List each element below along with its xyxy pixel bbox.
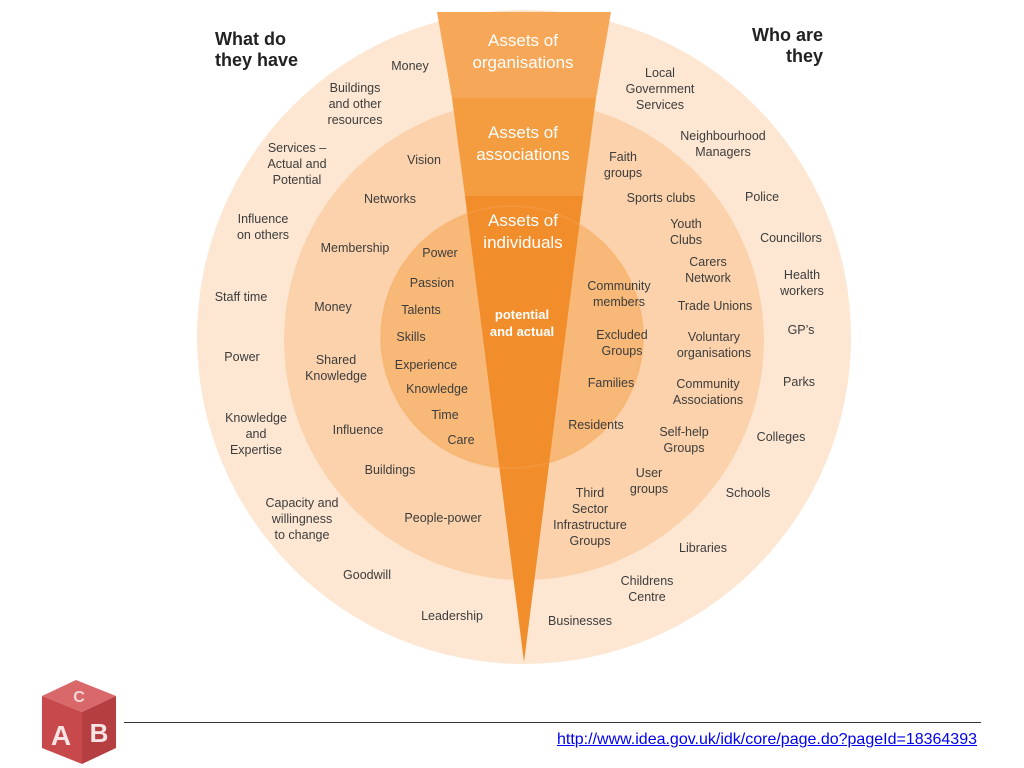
inner-left-label: Power [422,246,458,260]
middle-left-label: Buildings [364,463,416,477]
outer-left-label: Staff time [214,290,268,304]
outer-right-label: GP’s [787,323,815,337]
middle-right-label: User groups [629,466,669,496]
outer-right-label: Neighbourhood Managers [680,129,766,159]
outer-right-label: Colleges [756,430,806,444]
inner-left-label: Passion [409,276,455,290]
inner-left-label: Time [431,408,459,422]
outer-right-label: Councillors [760,231,822,245]
middle-left-label: Shared Knowledge [305,353,367,383]
outer-right-label: Police [744,190,780,204]
wedge-label-individuals: Assets of individuals [483,211,563,252]
middle-right-label: Third Sector Infrastructure Groups [553,486,627,548]
inner-left-label: Knowledge [406,382,468,396]
middle-right-label: Voluntary organisations [676,330,752,360]
middle-left-label: Networks [363,192,417,206]
outer-left-label: Capacity and willingness to change [265,496,339,542]
middle-right-label: Faith groups [603,150,643,180]
outer-right-label: Schools [725,486,771,500]
middle-right-label: Youth Clubs [670,217,702,247]
outer-left-label: Services – Actual and Potential [267,141,327,187]
outer-left-label: Knowledge and Expertise [225,411,287,457]
outer-left-label: Influence on others [236,212,290,242]
inner-right-label: Community members [587,279,651,309]
middle-left-label: Membership [320,241,390,255]
footer-divider [124,722,981,723]
outer-right-label: Local Government Services [625,66,695,112]
middle-left-label: Money [314,300,352,314]
block-letter-a: A [51,720,71,751]
inner-right-label: Excluded Groups [596,328,648,358]
outer-right-label: Parks [783,375,815,389]
header-what-they-have: What do they have [215,29,299,70]
wedge-label-potential: potential and actual [489,307,555,339]
middle-right-label: Self-help Groups [659,425,709,455]
outer-left-label: Power [224,350,260,364]
outer-left-label: Goodwill [343,568,391,582]
abc-block-logo: C A B [42,680,116,764]
source-link[interactable]: http://www.idea.gov.uk/idk/core/page.do?… [556,731,977,748]
middle-left-label: Influence [332,423,384,437]
wedge-associations [452,98,596,196]
outer-left-label: Leadership [421,609,483,623]
header-who-are-they: Who are they [752,25,824,66]
middle-right-label: Carers Network [685,255,731,285]
block-letter-b: B [90,718,109,748]
middle-left-label: People-power [404,511,482,525]
block-letter-c: C [73,689,85,706]
wedge-organisations [437,12,611,98]
middle-right-label: Community Associations [672,377,744,407]
outer-left-label: Buildings and other resources [327,81,383,127]
wedge-label-organisations: Assets of organisations [472,31,574,72]
middle-left-label: Vision [407,153,441,167]
wedge-label-associations: Assets of associations [476,123,570,164]
middle-right-label: Sports clubs [626,191,696,205]
middle-right-label: Trade Unions [677,299,753,313]
outer-right-label: Childrens Centre [620,574,674,604]
inner-right-label: Residents [568,418,624,432]
inner-right-label: Families [587,376,635,390]
outer-right-label: Libraries [679,541,727,555]
outer-right-label: Businesses [548,614,612,628]
outer-right-label: Health workers [780,268,824,298]
outer-left-label: Money [391,59,429,73]
inner-left-label: Experience [394,358,458,372]
inner-left-label: Care [447,433,475,447]
inner-left-label: Talents [401,303,441,317]
wedge-inner-glow [380,205,644,469]
wedge-individuals [465,196,583,662]
inner-left-label: Skills [396,330,426,344]
